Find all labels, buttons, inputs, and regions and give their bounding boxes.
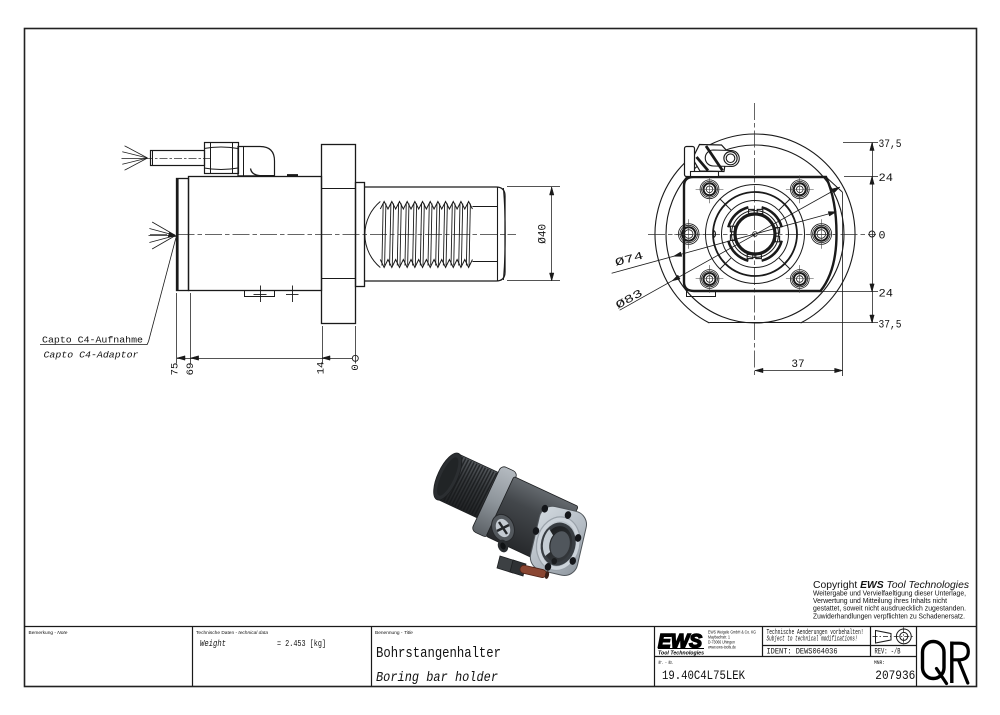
svg-text:Copyright EWS Tool Technologie: Copyright EWS Tool Technologies	[813, 580, 969, 591]
svg-text:Nr. - No.: Nr. - No.	[659, 660, 674, 666]
svg-text:0: 0	[350, 364, 362, 370]
svg-text:D-73066 Uhingen: D-73066 Uhingen	[708, 640, 736, 645]
svg-text:Bemerkung - Note: Bemerkung - Note	[29, 630, 68, 636]
svg-text:24: 24	[879, 288, 894, 300]
svg-text:IDENT: DEWS064036: IDENT: DEWS064036	[767, 647, 838, 657]
svg-text:14: 14	[316, 362, 328, 375]
svg-text:Bohrstangenhalter: Bohrstangenhalter	[376, 645, 501, 662]
svg-text:Capto C4-Aufnahme: Capto C4-Aufnahme	[42, 335, 143, 346]
svg-text:gestattet, soweit nicht ausdru: gestattet, soweit nicht ausdruecklich zu…	[813, 604, 966, 613]
svg-text:www.ews-tools.de: www.ews-tools.de	[708, 645, 737, 650]
svg-text:Verwertung und Mitteilung ihre: Verwertung und Mitteilung ihres Inhalts …	[813, 596, 947, 605]
svg-text:Zuwiderhandlungen verpflichten: Zuwiderhandlungen verpflichten zu Schade…	[813, 611, 965, 620]
svg-text:EWS Weigele GmbH & Co. KG: EWS Weigele GmbH & Co. KG	[708, 630, 756, 635]
svg-text:Tool Technologies: Tool Technologies	[658, 651, 705, 657]
svg-text:= 2.453 [kg]: = 2.453 [kg]	[277, 639, 326, 649]
svg-text:37: 37	[791, 359, 804, 371]
svg-text:75: 75	[169, 363, 181, 376]
svg-text:REV: -/B: REV: -/B	[875, 647, 901, 657]
svg-text:Subject to technical modificat: Subject to technical modifications!	[767, 636, 858, 644]
svg-text:Weitergabe und Vervielfaeltigu: Weitergabe und Vervielfaeltigung dieser …	[813, 588, 966, 597]
svg-text:207936: 207936	[875, 669, 915, 683]
svg-text:Technische Aenderungen vorbeha: Technische Aenderungen vorbehalten!	[767, 629, 864, 637]
svg-text:19.40C4L75LEK: 19.40C4L75LEK	[662, 669, 745, 683]
svg-text:Benennung - Title: Benennung - Title	[375, 630, 413, 636]
svg-text:24: 24	[879, 173, 894, 185]
svg-text:Boring bar holder: Boring bar holder	[376, 670, 498, 686]
svg-text:EWS: EWS	[658, 631, 702, 653]
svg-text:37,5: 37,5	[879, 139, 902, 151]
svg-text:Technische Daten - technical d: Technische Daten - technical data	[196, 630, 268, 636]
svg-text:37,5: 37,5	[879, 320, 902, 332]
svg-text:Maybachstr. 1: Maybachstr. 1	[708, 635, 731, 640]
svg-text:Weight: Weight	[200, 639, 226, 649]
svg-text:Ø40: Ø40	[538, 224, 550, 244]
svg-text:69: 69	[185, 363, 197, 376]
svg-text:MNR:: MNR:	[874, 659, 885, 666]
svg-text:0: 0	[879, 231, 886, 243]
svg-text:Capto C4-Adaptor: Capto C4-Adaptor	[44, 350, 139, 361]
